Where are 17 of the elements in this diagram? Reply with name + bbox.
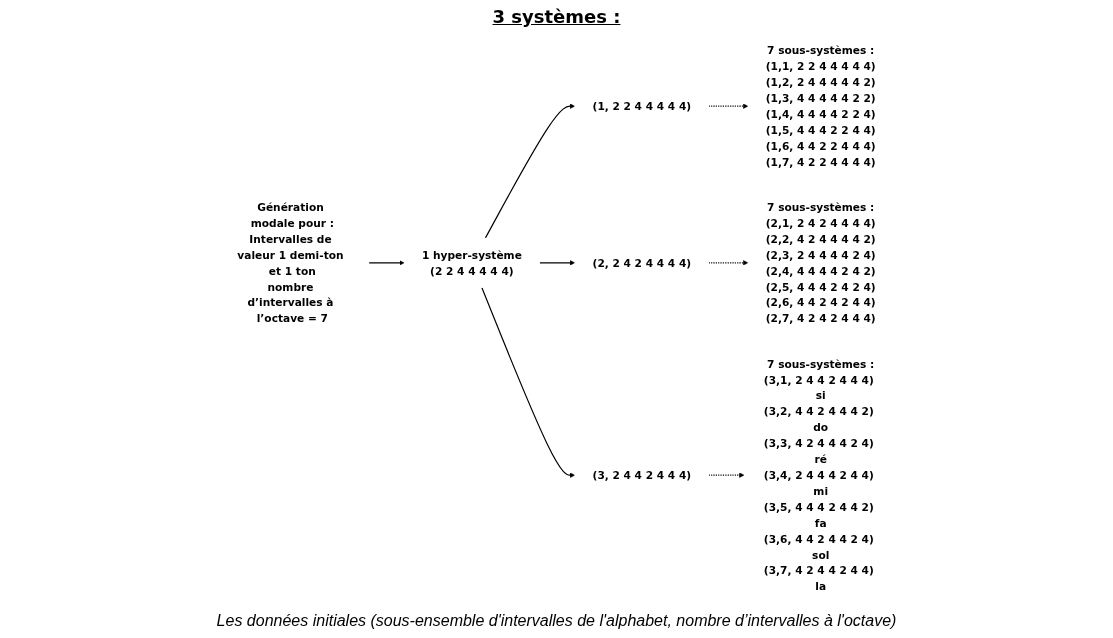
heading: 3 systèmes :	[492, 6, 621, 27]
arrow	[708, 260, 749, 266]
arrow	[708, 103, 749, 109]
arrow	[484, 103, 576, 239]
node-text: 1 hyper-système (2 2 4 4 4 4 4)	[421, 248, 522, 277]
arrow	[368, 260, 405, 266]
node-text: 7 sous-systèmes : (2,1, 2 4 2 4 4 4 4) (2,2, 4 2 4 4 4 4 2) (2,3, 2 4 4 4 4 2 4) (2,4, 4 4 4 4 2 4 2) (2,5, 4 4 4 2 4 2 4) (2,6, 4 4 2 4 2 4 4) (2,7, 4 2 4 2 4 4 4)	[765, 200, 876, 325]
node-text: (2, 2 4 2 4 4 4 4)	[592, 256, 692, 270]
node-text: Génération modale pour : Intervalles de valeur 1 demi-ton et 1 ton nombre d’intervalles à l’octave = 7	[237, 200, 344, 325]
node-text: 7 sous-systèmes : (3,1, 2 4 4 2 4 4 4) si (3,2, 4 4 2 4 4 4 2) do (3,3, 4 2 4 4 4 2 4) ré (3,4, 2 4 4 4 2 4 4) mi (3,5, 4 4 4 2 4 4 2) fa (3,6, 4 4 2 4 4 2 4) sol (3,7, 4 2 4 4 2 4 4) la	[763, 357, 875, 593]
node-text: (1, 2 2 4 4 4 4 4)	[592, 99, 692, 113]
caption: Les données initiales (sous-ensemble d'intervalles de l'alphabet, nombre d’intervalles à l'octave)	[216, 612, 897, 630]
node-text: 7 sous-systèmes : (1,1, 2 2 4 4 4 4 4) (1,2, 2 4 4 4 4 4 2) (1,3, 4 4 4 4 4 2 2) (1,4, 4 4 4 4 2 2 4) (1,5, 4 4 4 2 2 4 4) (1,6, 4 4 2 2 4 4 4) (1,7, 4 2 2 4 4 4 4)	[765, 44, 876, 169]
arrow	[708, 472, 745, 478]
arrow	[538, 260, 576, 266]
arrow	[481, 287, 576, 478]
node-text: (3, 2 4 4 2 4 4 4)	[592, 468, 692, 482]
